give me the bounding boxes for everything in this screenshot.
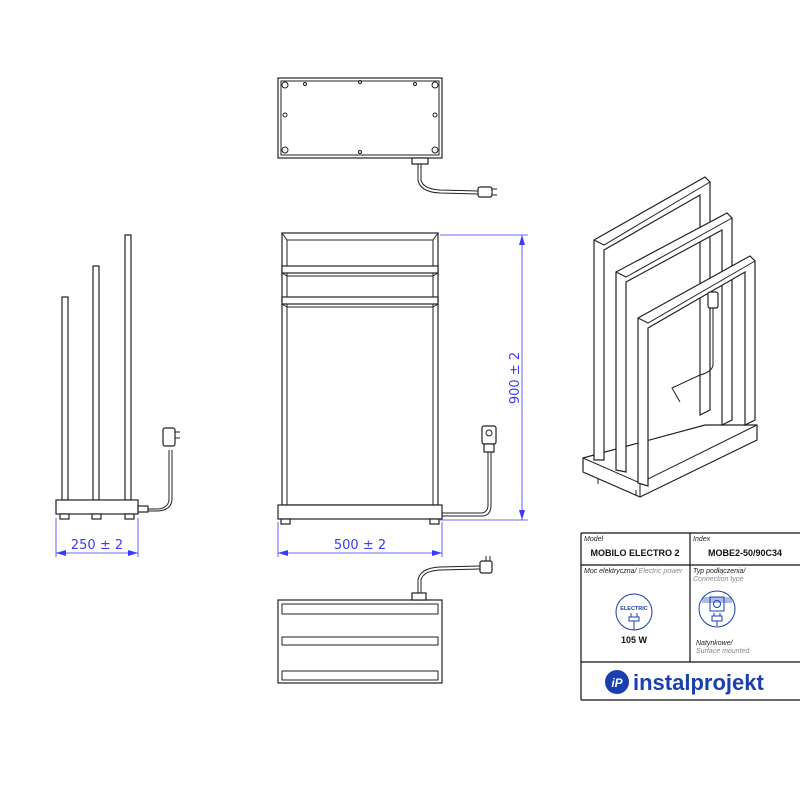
power-label-pl: Moc elektryczna/	[584, 568, 638, 575]
connection-value-en: Surface mounted	[696, 648, 750, 655]
title-block: Model MOBILO ELECTRO 2 Index MOBE2-50/90…	[580, 532, 800, 701]
brand-logo: iP instalprojekt	[605, 670, 764, 695]
svg-text:Moc elektryczna/Electric power: Moc elektryczna/Electric power	[584, 568, 683, 575]
index-value: MOBE2-50/90C34	[708, 548, 782, 558]
connection-value-pl: Natynkowe/	[696, 640, 734, 647]
power-value: 105 W	[621, 635, 648, 645]
connection-label-en: Connection type	[693, 576, 744, 583]
top-view	[277, 77, 497, 198]
index-label: Index	[693, 536, 711, 543]
power-label-en: Electric power	[639, 568, 684, 575]
model-value: MOBILO ELECTRO 2	[590, 548, 679, 558]
electric-icon: ELECTRIC	[615, 593, 653, 631]
connection-label-pl: Typ podłączenia/	[693, 568, 746, 575]
front-view	[277, 232, 497, 525]
width-dimension-text: 500 ± 2	[334, 538, 386, 553]
height-dimension: 900 ± 2	[440, 234, 528, 521]
width-dimension: 500 ± 2	[277, 522, 443, 557]
svg-text:ELECTRIC: ELECTRIC	[620, 606, 648, 612]
depth-dimension: 250 ± 2	[55, 518, 139, 557]
model-label: Model	[584, 536, 604, 543]
depth-dimension-text: 250 ± 2	[71, 538, 123, 553]
side-view	[55, 234, 180, 520]
bottom-view	[277, 556, 493, 684]
svg-text:iP: iP	[611, 676, 623, 690]
isometric-view	[582, 176, 758, 498]
brand-name: instalprojekt	[633, 670, 764, 695]
height-dimension-text: 900 ± 2	[508, 352, 523, 404]
surface-socket-icon	[698, 590, 736, 628]
